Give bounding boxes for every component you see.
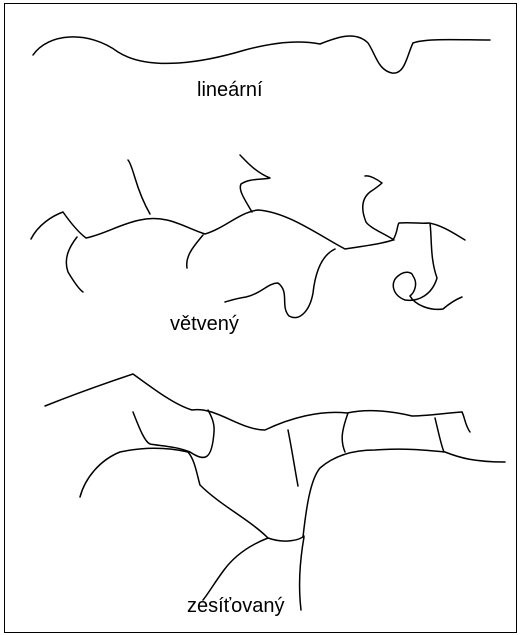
label-branched: větvený: [170, 314, 239, 334]
branch-right-loop: [393, 223, 462, 309]
network-bottom-right: [300, 537, 304, 610]
network-left-arc: [80, 448, 304, 541]
branch-loop-bottom: [225, 249, 335, 318]
label-crosslinked: zesíťovaný: [187, 596, 285, 616]
linear-main-chain: [33, 36, 490, 73]
branch-left-down: [66, 237, 83, 292]
network-inner-right-loop: [342, 412, 470, 452]
network-left-loop: [133, 410, 214, 457]
branch-left-up: [128, 160, 150, 214]
branch-middle-down: [187, 235, 203, 268]
network-inner-left: [288, 430, 298, 486]
branch-right-up: [363, 176, 394, 240]
branched-polymer-chain: [31, 155, 465, 318]
branched-main-chain: [31, 210, 465, 249]
linear-polymer-chain: [33, 36, 490, 73]
branch-middle-up: [240, 155, 270, 212]
network-right-arc: [303, 449, 505, 537]
network-top-chain: [45, 374, 462, 430]
crosslinked-polymer-network: [45, 374, 505, 610]
network-bottom-left: [203, 538, 268, 600]
label-linear: lineární: [197, 80, 263, 100]
